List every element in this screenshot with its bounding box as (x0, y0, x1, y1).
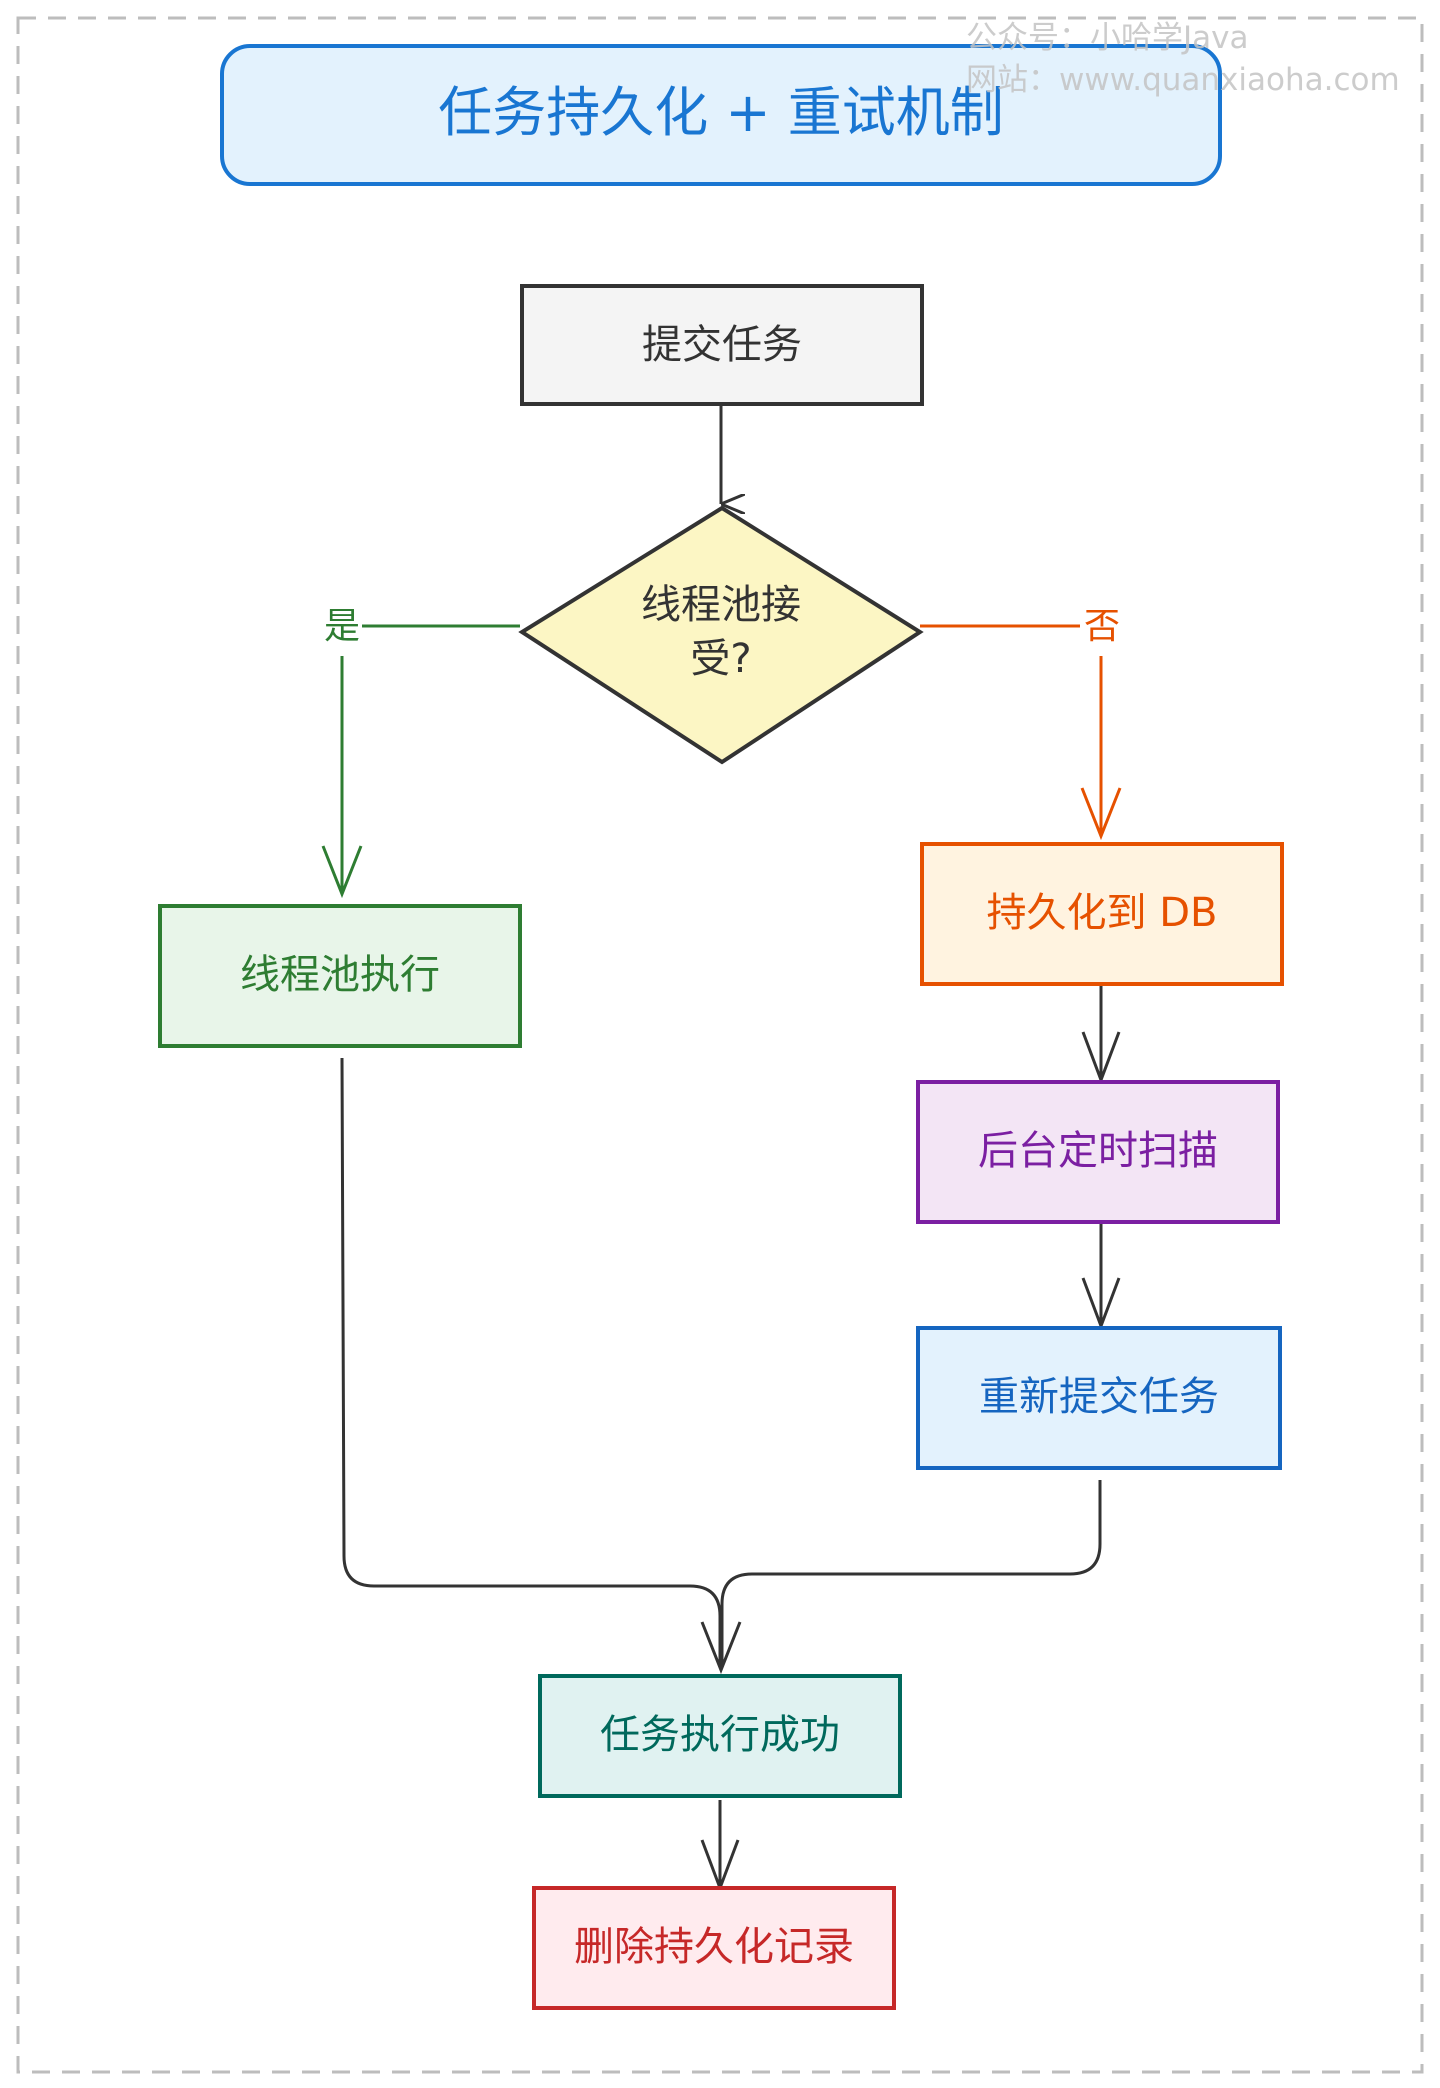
edge-no-label: 否 (1084, 606, 1120, 647)
watermark-line-2: 网站：www.quanxiaoha.com (966, 62, 1400, 98)
node-success-label: 任务执行成功 (600, 1712, 840, 1758)
node-scan-label: 后台定时扫描 (978, 1128, 1218, 1174)
edge-no: 否 (920, 606, 1122, 841)
node-decision-diamond (518, 505, 924, 765)
node-decision-label-line-1: 线程池接 (641, 582, 801, 628)
node-decision: 线程池接 受? (518, 505, 924, 765)
node-persist: 持久化到 DB (920, 842, 1284, 986)
edge-execute-to-success (340, 1057, 722, 1666)
title-box: 任务持久化 + 重试机制 (220, 44, 1222, 186)
watermark: 公众号：小哈学Java 网站：www.quanxiaoha.com (966, 20, 1400, 98)
node-success-box (538, 1674, 902, 1798)
edge-yes-label: 是 (324, 606, 360, 647)
node-delete: 删除持久化记录 (532, 1886, 896, 2010)
node-submit-box (520, 284, 924, 406)
node-decision-label-line-2: 受? (690, 636, 751, 682)
edge-to-success-arrowhead (700, 1621, 742, 1675)
node-execute-label: 线程池执行 (240, 952, 440, 998)
node-persist-box (920, 842, 1284, 986)
diagram-title: 任务持久化 + 重试机制 (438, 81, 1004, 144)
node-success: 任务执行成功 (538, 1674, 902, 1798)
node-resubmit-label: 重新提交任务 (979, 1374, 1219, 1420)
watermark-line-1: 公众号：小哈学Java (966, 20, 1248, 56)
node-scan-box (916, 1080, 1280, 1224)
edge-no-arrowhead (1080, 787, 1122, 841)
node-submit-label: 提交任务 (642, 322, 802, 368)
title-frame (220, 44, 1222, 186)
node-delete-label: 删除持久化记录 (574, 1924, 854, 1970)
edge-resubmit-to-success (720, 1480, 1102, 1668)
node-scan: 后台定时扫描 (916, 1080, 1280, 1224)
node-execute-box (158, 904, 522, 1048)
node-resubmit-box (916, 1326, 1282, 1470)
node-submit: 提交任务 (520, 284, 924, 406)
node-resubmit: 重新提交任务 (916, 1326, 1282, 1470)
edge-yes: 是 (321, 606, 520, 899)
edge-yes-arrowhead (321, 845, 363, 899)
node-persist-label: 持久化到 DB (987, 890, 1218, 936)
node-delete-box (532, 1886, 896, 2010)
node-execute: 线程池执行 (158, 904, 522, 1048)
outer-frame (16, 16, 1424, 2074)
